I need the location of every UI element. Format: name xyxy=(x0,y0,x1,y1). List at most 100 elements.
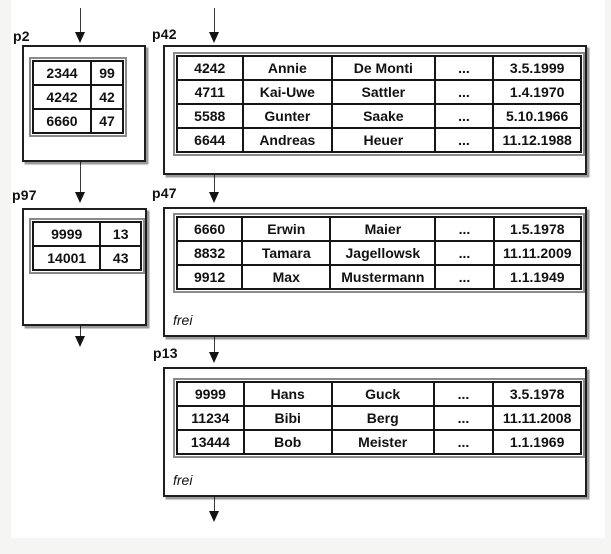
table-cell: Guck xyxy=(330,381,435,407)
down-arrow-from-p97 xyxy=(75,322,86,347)
table-cell: 1.4.1970 xyxy=(492,79,582,105)
table-cell: Jagellowsk xyxy=(329,240,437,266)
free-space-label: frei xyxy=(173,312,193,328)
page-label-p47: p47 xyxy=(152,185,177,201)
table-cell: 14001 xyxy=(31,245,102,271)
arrow-stem xyxy=(213,495,216,512)
table-cell: 1.5.1978 xyxy=(492,216,583,242)
table-cell: 4242 xyxy=(176,55,244,81)
page-margin-left xyxy=(0,0,11,554)
down-arrow-into-p42 xyxy=(209,8,220,43)
table-cell: 13 xyxy=(99,221,142,247)
table-cell: Maier xyxy=(329,216,437,242)
table-cell: 43 xyxy=(99,245,142,271)
down-arrow-into-p2 xyxy=(75,8,86,43)
table-cell: ... xyxy=(434,240,495,266)
table-cell: Andreas xyxy=(241,127,334,153)
table-cell: De Monti xyxy=(331,55,436,81)
table-cell: 42 xyxy=(90,84,124,110)
table-cell: 11234 xyxy=(176,405,245,431)
table-cell: 9999 xyxy=(176,381,245,407)
table-cell: ... xyxy=(434,216,495,242)
arrow-stem xyxy=(213,333,216,353)
page-label-p13: p13 xyxy=(153,345,178,361)
arrow-stem xyxy=(79,8,82,33)
table-cell: Erwin xyxy=(241,216,332,242)
table-cell: 1.1.1949 xyxy=(492,264,583,290)
table-cell: Hans xyxy=(242,381,333,407)
arrow-stem xyxy=(213,8,216,33)
table-cell: Kai-Uwe xyxy=(241,79,334,105)
table-cell: ... xyxy=(433,127,495,153)
table-cell: ... xyxy=(432,429,495,455)
table-cell: Gunter xyxy=(241,103,334,129)
table-cell: ... xyxy=(433,79,495,105)
arrow-head-icon xyxy=(209,511,219,522)
table-cell: 6660 xyxy=(32,108,92,134)
table-cell: 1.1.1969 xyxy=(492,429,582,455)
page-margin-bottom xyxy=(0,538,611,554)
table-cell: 9912 xyxy=(175,264,244,290)
table-cell: 11.11.2008 xyxy=(492,405,582,431)
arrow-head-icon xyxy=(209,192,219,203)
table-cell: Tamara xyxy=(241,240,332,266)
table-cell: Annie xyxy=(241,55,334,81)
table-cell: 6660 xyxy=(175,216,244,242)
table-cell: 5588 xyxy=(176,103,244,129)
table-cell: 47 xyxy=(90,108,124,134)
page-label-p42: p42 xyxy=(152,26,177,42)
table-cell: Mustermann xyxy=(329,264,437,290)
table-cell: Heuer xyxy=(331,127,436,153)
page-label-p97: p97 xyxy=(12,187,37,203)
table-cell: 9999 xyxy=(31,221,102,247)
table-cell: ... xyxy=(433,103,495,129)
arrow-head-icon xyxy=(75,192,85,203)
table-cell: 13444 xyxy=(176,429,245,455)
table-cell: 4711 xyxy=(176,79,244,105)
table-cell: 3.5.1999 xyxy=(492,55,582,81)
table-cell: 3.5.1978 xyxy=(492,381,582,407)
table-cell: Saake xyxy=(331,103,436,129)
table-cell: Bob xyxy=(242,429,333,455)
table-cell: Sattler xyxy=(331,79,436,105)
free-space-label: frei xyxy=(173,472,193,488)
arrow-head-icon xyxy=(209,352,219,363)
down-arrow-from-p13 xyxy=(209,495,220,522)
table-cell: ... xyxy=(433,55,495,81)
page-margin-right xyxy=(605,0,611,554)
arrow-head-icon xyxy=(75,32,85,43)
table-cell: 11.12.1988 xyxy=(492,127,582,153)
table-cell: 4242 xyxy=(32,84,92,110)
arrow-head-icon xyxy=(209,32,219,43)
table-cell: 6644 xyxy=(176,127,244,153)
arrow-stem xyxy=(213,171,216,193)
table-cell: 99 xyxy=(90,60,124,86)
down-arrow-p42-to-p47 xyxy=(209,171,220,203)
down-arrow-p47-to-p13 xyxy=(209,333,220,363)
table-cell: 11.11.2009 xyxy=(492,240,583,266)
table-cell: Bibi xyxy=(242,405,333,431)
table-cell: ... xyxy=(432,381,495,407)
